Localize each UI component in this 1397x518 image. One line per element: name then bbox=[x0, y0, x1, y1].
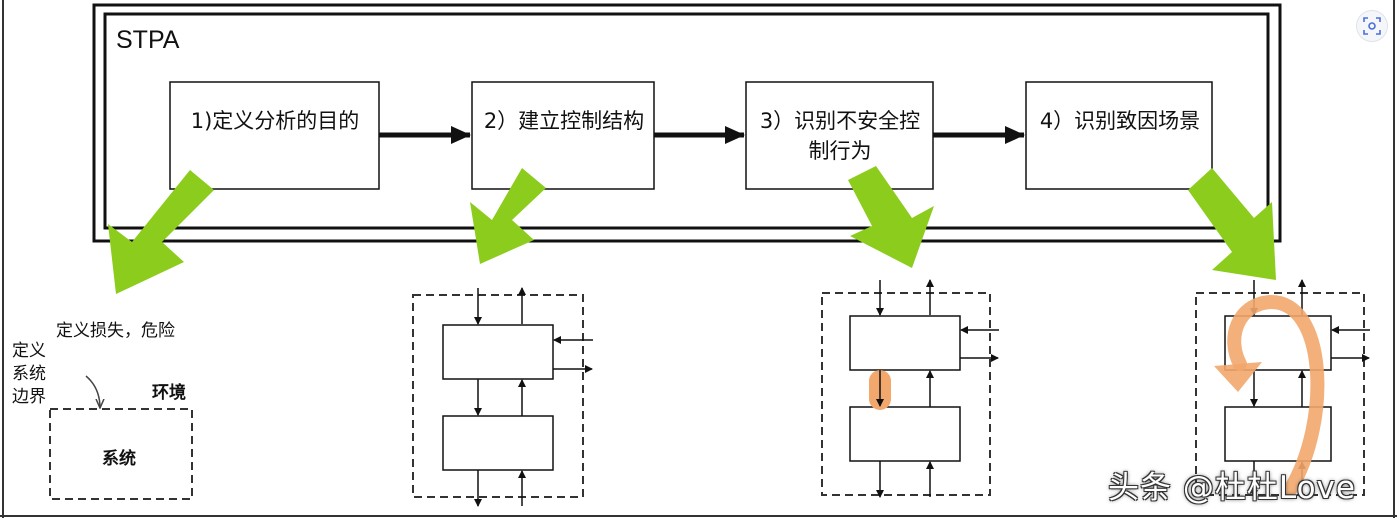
image-search-icon[interactable] bbox=[1356, 10, 1388, 42]
step-box-4 bbox=[1025, 81, 1213, 190]
step-4-label: 4）识别致因场景 bbox=[1039, 109, 1201, 133]
step-2-label: 2）建立控制结构 bbox=[483, 109, 645, 133]
green-arrow-1 bbox=[108, 170, 214, 294]
system-boundary-box bbox=[49, 408, 193, 500]
control-structure-2-boundary bbox=[412, 294, 584, 498]
process-box-2 bbox=[442, 415, 554, 471]
step-box-3 bbox=[745, 81, 934, 190]
step-box-1 bbox=[169, 81, 380, 190]
control-structure-3-boundary bbox=[821, 292, 991, 496]
step-1-label: 1)定义分析的目的 bbox=[190, 109, 360, 133]
process-box-3 bbox=[849, 406, 961, 462]
stpa-frame-outer bbox=[92, 3, 1282, 243]
stpa-frame-inner bbox=[103, 12, 1270, 230]
green-arrow-4 bbox=[1188, 168, 1276, 280]
control-structure-4-boundary bbox=[1195, 292, 1365, 496]
boundary-pointer-arrow bbox=[85, 375, 100, 408]
system-boundary-label: 定义 系统 边界 bbox=[12, 341, 46, 407]
system-label: 系统 bbox=[102, 449, 136, 469]
green-arrow-2 bbox=[470, 168, 546, 264]
controller-box-3 bbox=[849, 315, 961, 371]
controller-box-2 bbox=[442, 324, 554, 380]
causal-scenario-loop bbox=[1227, 294, 1325, 497]
loss-hazard-label: 定义损失，危险 bbox=[56, 321, 175, 341]
stpa-title: STPA bbox=[116, 26, 180, 54]
lens-glyph bbox=[1363, 17, 1381, 35]
causal-loop-arrowhead bbox=[1214, 362, 1262, 392]
watermark-text: 头条 @杜杜Love bbox=[1108, 470, 1356, 506]
environment-label: 环境 bbox=[152, 383, 186, 403]
green-arrow-3 bbox=[848, 166, 934, 268]
step-3-label: 3）识别不安全控制行为 bbox=[759, 109, 921, 163]
